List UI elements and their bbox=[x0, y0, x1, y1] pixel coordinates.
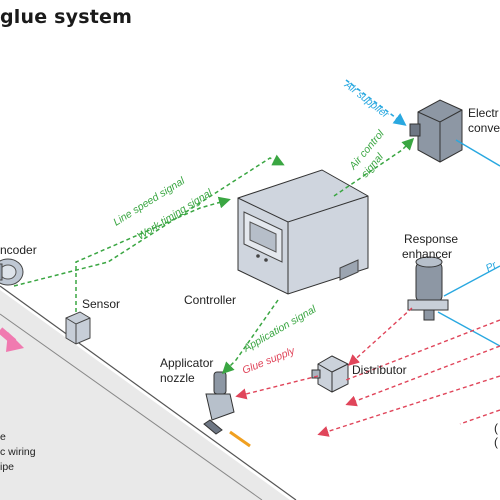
applicator-nozzle-icon bbox=[203, 371, 235, 435]
signal-lines bbox=[13, 137, 415, 375]
right-label-1: ( bbox=[494, 421, 498, 435]
applicator-label: Applicator bbox=[160, 356, 213, 370]
enhancer-label: enhancer bbox=[402, 247, 452, 261]
converter-label-1: Electr bbox=[468, 106, 499, 120]
conveyor-belt bbox=[0, 285, 297, 500]
air-lines bbox=[345, 79, 500, 347]
sensor-icon bbox=[65, 311, 91, 345]
converter-label-2: conve bbox=[468, 121, 500, 135]
legend-item-1: e bbox=[0, 431, 6, 443]
glue-lines bbox=[235, 307, 500, 437]
controller-icon bbox=[237, 169, 369, 295]
encoder-label: ncoder bbox=[0, 243, 37, 257]
diagram-title: glue system bbox=[0, 6, 133, 28]
response-label: Response bbox=[404, 232, 458, 246]
legend-item-2: c wiring bbox=[0, 446, 36, 458]
application-signal-label: Application signal bbox=[241, 303, 319, 355]
distributor-label: Distributor bbox=[352, 363, 407, 377]
air-supplier-label: Air supplier bbox=[341, 78, 391, 121]
response-enhancer-icon bbox=[407, 256, 449, 321]
legend-item-3: ipe bbox=[0, 461, 14, 473]
right-label-2: ( bbox=[494, 435, 498, 449]
pr-label: Pr bbox=[484, 259, 499, 275]
converter-icon bbox=[409, 99, 463, 163]
glue-bead bbox=[229, 430, 251, 448]
nozzle-label: nozzle bbox=[160, 371, 195, 385]
flow-arrow bbox=[0, 327, 24, 352]
distributor-icon bbox=[311, 355, 349, 393]
controller-label: Controller bbox=[184, 293, 236, 307]
sensor-label: Sensor bbox=[82, 297, 120, 311]
encoder-icon bbox=[0, 258, 24, 286]
